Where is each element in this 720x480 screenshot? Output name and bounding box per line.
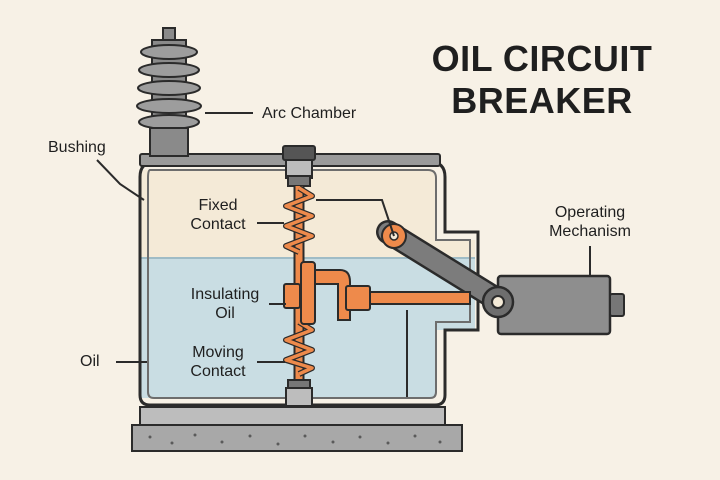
insulating-crosshead bbox=[283, 261, 471, 325]
label-insulating-oil: Insulating Oil bbox=[190, 286, 260, 322]
operating-mechanism-box bbox=[481, 274, 625, 336]
diagram-title: OIL CIRCUIT BREAKER bbox=[392, 38, 692, 122]
title-line-1: OIL CIRCUIT bbox=[431, 38, 653, 79]
foundation-base bbox=[131, 424, 463, 452]
title-line-2: BREAKER bbox=[451, 80, 633, 121]
label-oil: Oil bbox=[80, 353, 100, 370]
operating-linkage bbox=[316, 199, 510, 312]
label-moving-contact: Moving Contact bbox=[190, 344, 246, 380]
label-arc-chamber: Arc Chamber bbox=[262, 105, 357, 122]
label-bushing: Bushing bbox=[48, 139, 106, 156]
tank-bottom-plate bbox=[139, 406, 446, 426]
label-fixed-contact: Fixed Contact bbox=[190, 197, 246, 233]
label-operating-mechanism: Operating Mechanism bbox=[549, 204, 631, 240]
bushing bbox=[136, 27, 202, 157]
top-terminal bbox=[282, 145, 316, 161]
leader-lines bbox=[96, 112, 591, 397]
